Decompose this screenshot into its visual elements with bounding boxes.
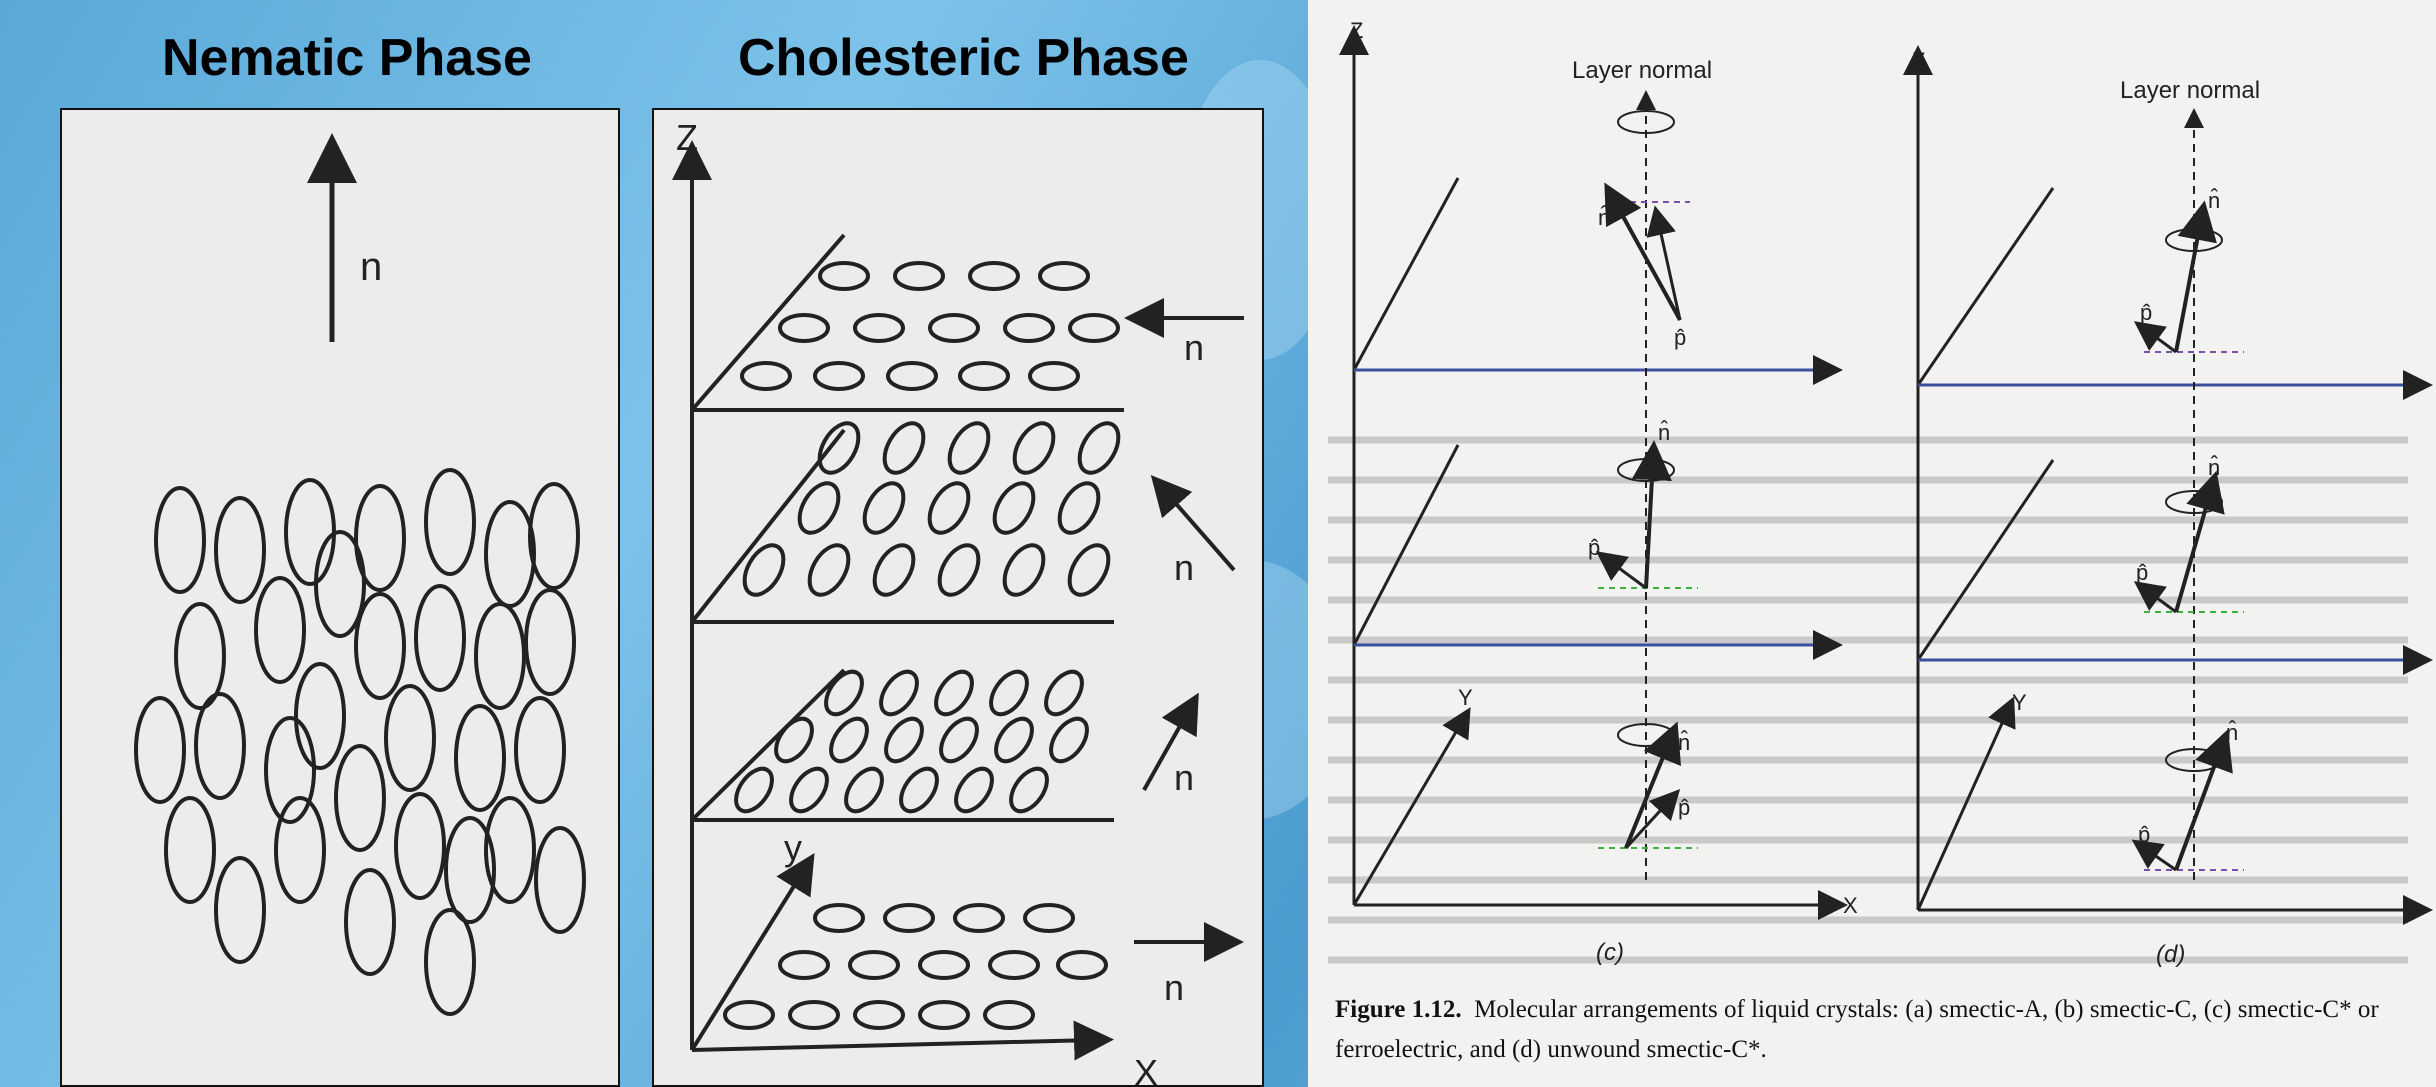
smectic-figure: Z X Y Layer normal n̂ p̂	[1308, 0, 2436, 1087]
panel-c-p-hat-top: p̂	[1674, 325, 1686, 350]
panel-d-n-hat-top: n̂	[2208, 188, 2220, 213]
figure-number: Figure 1.12.	[1335, 996, 1462, 1023]
panel-d-y-label: Y	[2012, 690, 2027, 715]
molecule-group	[136, 470, 584, 1014]
panel-c-planes	[1354, 178, 1458, 645]
nematic-panel: n	[60, 108, 620, 1087]
panel-c-label: (c)	[1596, 939, 1624, 966]
layer-4-molecules	[725, 905, 1106, 1028]
nematic-diagram: n	[62, 110, 620, 1087]
panel-d-director-top	[2176, 220, 2201, 352]
cholesteric-diagram: Z X y n	[654, 110, 1264, 1087]
layer-2-molecules	[737, 417, 1127, 602]
y-axis-label: y	[784, 827, 802, 868]
director-label: n	[360, 245, 382, 289]
panel-c-layer-normal: Layer normal	[1572, 57, 1712, 84]
z-axis-label: Z	[676, 117, 698, 158]
y-axis	[692, 870, 804, 1050]
director-label-2: n	[1174, 547, 1194, 588]
layer-3-molecules	[729, 665, 1094, 817]
panel-c-y-label: Y	[1458, 685, 1473, 710]
layer-1-molecules	[742, 263, 1118, 389]
panel-d-planes	[1918, 188, 2053, 660]
panel-d-label: (d)	[2156, 941, 2185, 968]
x-axis	[692, 1040, 1094, 1050]
director-label-4: n	[1164, 967, 1184, 1008]
panel-c-z-label: Z	[1350, 18, 1363, 43]
cholesteric-title: Cholesteric Phase	[738, 28, 1189, 88]
panel-d-p-hat-top: p̂	[2140, 300, 2152, 325]
panel-c-director-bottom	[1626, 740, 1670, 848]
smectic-diagram: Z X Y Layer normal n̂ p̂	[1308, 0, 2436, 985]
panel-c: Z X Y Layer normal n̂ p̂	[1350, 18, 1858, 966]
director-label-3: n	[1174, 757, 1194, 798]
x-axis-label: X	[1134, 1052, 1158, 1087]
faint-background-text	[1328, 440, 2408, 960]
caption-text: Molecular arrangements of liquid crystal…	[1335, 996, 2379, 1063]
panel-d-n-hat-mid: n̂	[2208, 455, 2220, 480]
panel-d-p-hat-bottom: p̂	[2138, 822, 2150, 847]
panel-c-n-hat-bottom: n̂	[1678, 730, 1690, 755]
panel-d-n-hat-bottom: n̂	[2226, 720, 2238, 745]
panel-c-x-label: X	[1843, 893, 1858, 918]
panel-c-p-hat-bottom: p̂	[1678, 795, 1690, 820]
panel-c-n-hat-top: n̂	[1598, 205, 1610, 230]
cholesteric-panel: Z X y n	[652, 108, 1264, 1087]
panel-c-p-hat-mid: p̂	[1588, 535, 1600, 560]
panel-d-layer-normal: Layer normal	[2120, 77, 2260, 104]
panel-d: Z Y Layer normal n̂ p̂ n̂	[1912, 48, 2418, 968]
panel-c-n-hat-mid: n̂	[1658, 420, 1670, 445]
nematic-title: Nematic Phase	[162, 28, 532, 88]
panel-d-p-hat-mid: p̂	[2136, 560, 2148, 585]
panel-d-director-bottom	[2176, 748, 2221, 870]
director-label-1: n	[1184, 327, 1204, 368]
figure-caption: Figure 1.12. Molecular arrangements of l…	[1335, 990, 2415, 1070]
panel-d-z-label: Z	[1912, 48, 1925, 73]
